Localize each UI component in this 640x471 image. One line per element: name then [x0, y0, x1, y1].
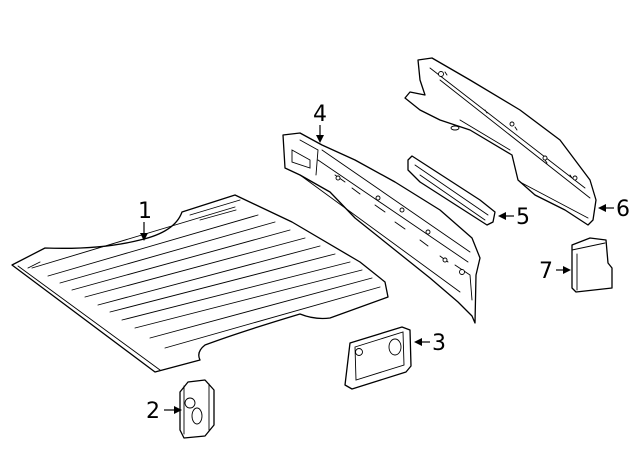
callout-6: 6 — [616, 197, 630, 222]
callout-1: 1 — [138, 199, 152, 224]
part-4-crossmember[interactable] — [282, 132, 481, 324]
callout-7: 7 — [539, 259, 553, 284]
part-7-block[interactable] — [571, 237, 613, 293]
part-6-rear-rail[interactable] — [404, 57, 597, 226]
part-2-bracket[interactable] — [179, 379, 215, 439]
part-1-floor-pan[interactable] — [11, 194, 389, 373]
callout-leaders — [140, 125, 614, 414]
part-5-channel[interactable] — [407, 155, 496, 226]
part-3-plate[interactable] — [344, 326, 412, 390]
callout-3: 3 — [432, 331, 446, 356]
callout-2: 2 — [146, 399, 160, 424]
callout-4: 4 — [313, 102, 327, 127]
callout-5: 5 — [516, 205, 530, 230]
